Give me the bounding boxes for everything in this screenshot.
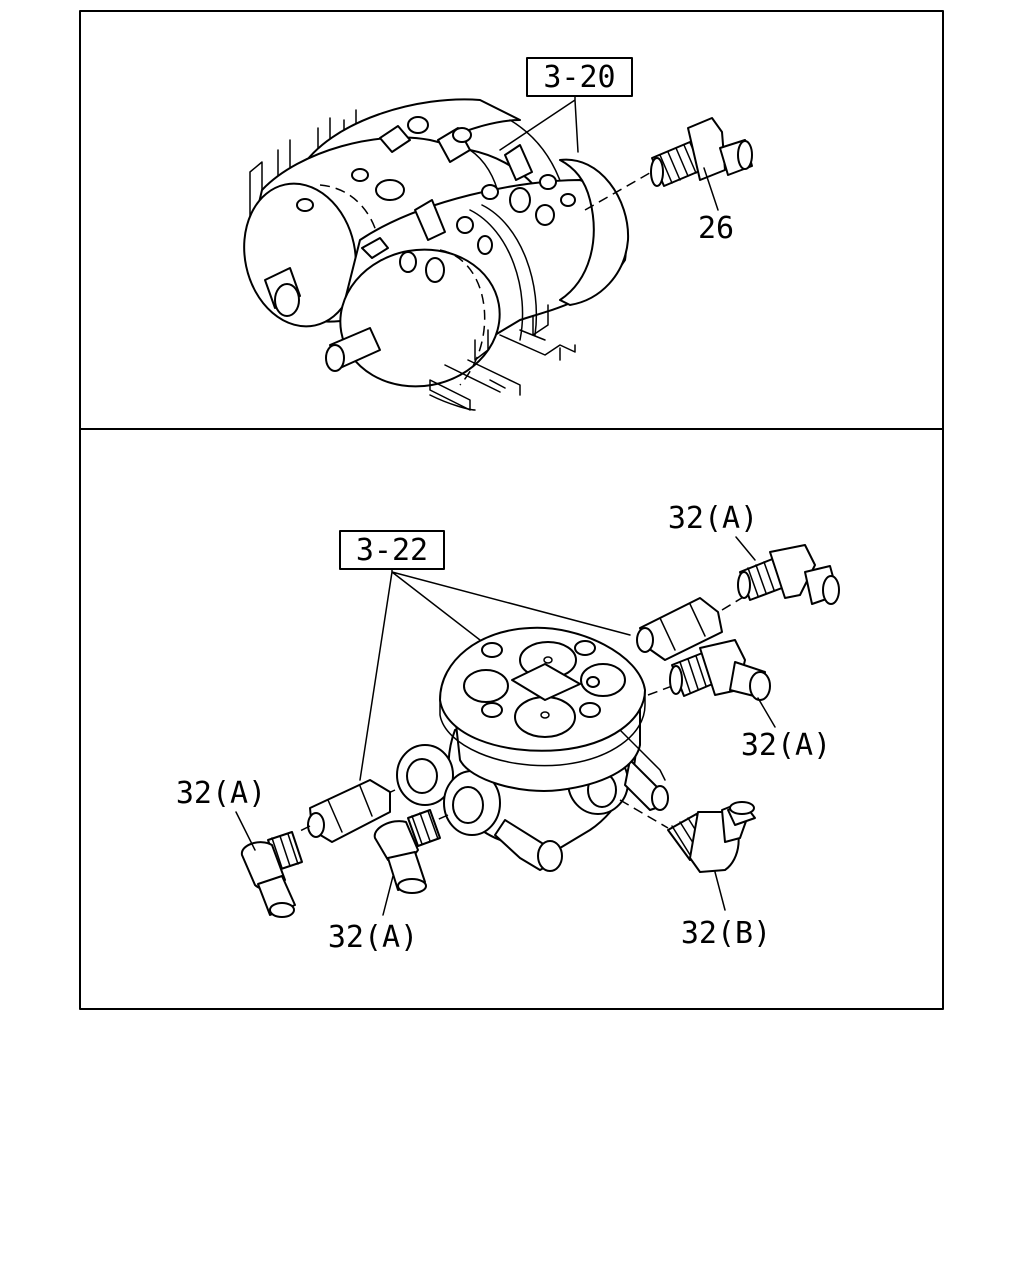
fitting-32a-bottom-center: 32(A) <box>328 809 449 955</box>
label-32a-left: 32(A) <box>176 776 266 811</box>
part-26-label: 26 <box>698 211 734 246</box>
valve-assembly <box>396 626 669 872</box>
bottom-panel-frame <box>79 428 944 1010</box>
label-32b-bottom-right: 32(B) <box>681 916 771 951</box>
label-32a-bottom-center: 32(A) <box>328 920 418 955</box>
air-tank-assembly <box>243 98 630 411</box>
ref-3-22: 3-22 <box>339 530 631 781</box>
ref-3-22-label: 3-22 <box>356 533 428 568</box>
label-32a-top-right: 32(A) <box>668 501 758 536</box>
fitting-32a-top-right: 32(A) <box>636 501 840 661</box>
fitting-32a-mid-right: 32(A) <box>647 639 831 763</box>
ref-3-20-box <box>526 57 633 97</box>
fitting-26: 26 <box>584 117 753 246</box>
ref-3-20: 3-20 <box>499 57 633 153</box>
ref-3-20-label: 3-20 <box>543 60 615 95</box>
fitting-32b-bottom-right: 32(B) <box>619 799 771 951</box>
fitting-32a-left: 32(A) <box>176 776 396 918</box>
label-32a-mid-right: 32(A) <box>741 728 831 763</box>
